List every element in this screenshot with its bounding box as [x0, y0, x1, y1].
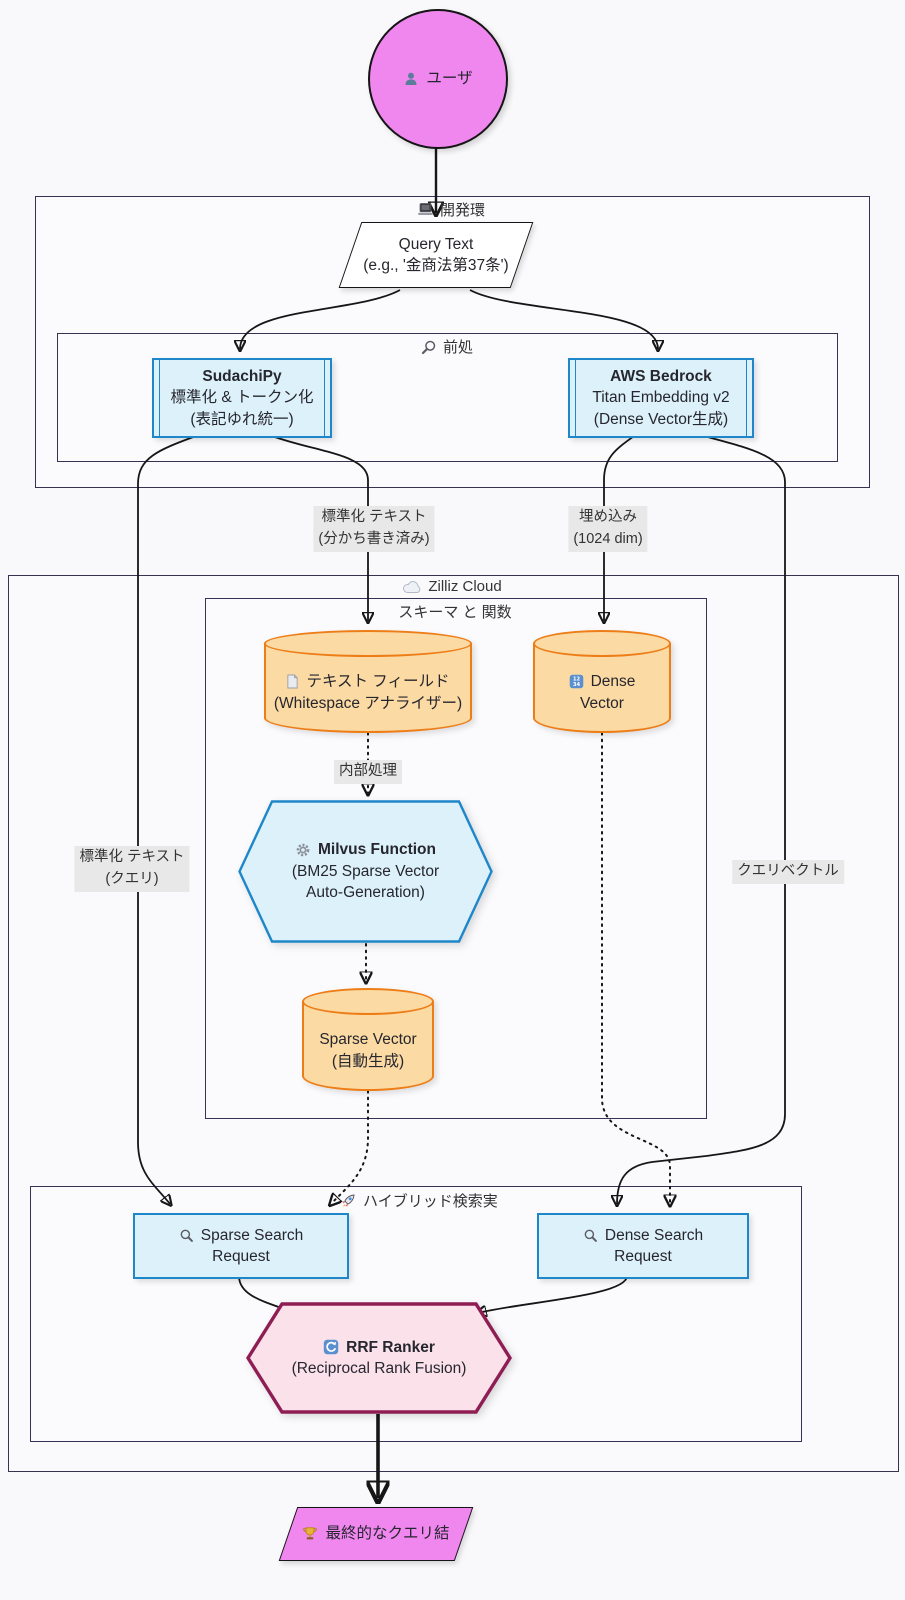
- query-text-line2: (e.g., '金商法第37条'): [363, 257, 509, 274]
- gear-icon: [295, 842, 311, 858]
- user-label: ユーザ: [426, 70, 473, 88]
- sparse-search-node: Sparse Search Request: [133, 1213, 349, 1279]
- svg-text:34: 34: [572, 683, 580, 689]
- bedrock-line2: Titan Embedding v2: [592, 389, 730, 407]
- bedrock-node: AWS Bedrock Titan Embedding v2 (Dense Ve…: [568, 358, 754, 438]
- sparse-vector-cylinder: Sparse Vector (自動生成): [302, 988, 434, 1091]
- svg-text:12: 12: [572, 677, 580, 683]
- dense-search-line2: Request: [614, 1248, 672, 1265]
- edge-label-internal-process: 内部処理: [334, 760, 402, 784]
- edge-label-standardized-text: 標準化 テキスト (分かち書き済み): [313, 506, 435, 552]
- milvus-function-title: Milvus Function: [318, 841, 436, 859]
- milvus-function-node: Milvus Function (BM25 Sparse Vector Auto…: [238, 800, 493, 943]
- text-field-line1: テキスト フィールド: [306, 673, 450, 691]
- edge-label-embedding: 埋め込み (1024 dim): [568, 506, 648, 552]
- dev-env-title: 開発環: [417, 199, 485, 220]
- edge-label-query-vector: クエリベクトル: [732, 860, 844, 884]
- final-result-label: 最終的なクエリ結: [325, 1525, 450, 1543]
- trophy-icon: [302, 1526, 318, 1542]
- milvus-function-line2: (BM25 Sparse Vector: [291, 862, 440, 880]
- search-icon: [179, 1228, 194, 1243]
- preprocess-title: 前処: [421, 336, 473, 357]
- text-field-cylinder: テキスト フィールド (Whitespace アナライザー): [264, 630, 472, 733]
- sudachipy-title: SudachiPy: [202, 367, 282, 385]
- schema-title: スキーマ と 関数: [398, 604, 512, 621]
- sudachipy-line3: (表記ゆれ統一): [190, 410, 294, 428]
- edge-label-standardized-query: 標準化 テキスト (クエリ): [74, 846, 190, 892]
- rocket-icon: [340, 1192, 357, 1209]
- counterclockwise-arrows-icon: [323, 1339, 339, 1355]
- query-text-line1: Query Text: [398, 235, 474, 253]
- search-icon: [583, 1228, 598, 1243]
- rrf-ranker-node: RRF Ranker (Reciprocal Rank Fusion): [246, 1302, 512, 1414]
- sudachipy-node: SudachiPy 標準化 & トークン化 (表記ゆれ統一): [152, 358, 332, 438]
- user-node: ユーザ: [368, 9, 508, 149]
- sparse-search-line1: Sparse Search: [200, 1226, 304, 1244]
- cloud-icon: [402, 580, 422, 594]
- sparse-vector-line1: Sparse Vector: [319, 1031, 417, 1049]
- document-icon: [286, 674, 299, 689]
- laptop-icon: [417, 201, 434, 218]
- zilliz-title: Zilliz Cloud: [402, 578, 502, 595]
- sparse-vector-line2: (自動生成): [331, 1052, 405, 1070]
- sparse-search-line2: Request: [212, 1248, 270, 1265]
- hybrid-title: ハイブリッド検索実: [340, 1190, 498, 1211]
- bedrock-line3: (Dense Vector生成): [593, 410, 729, 428]
- dense-vector-line1: Dense: [590, 673, 636, 691]
- person-icon: [403, 71, 419, 87]
- rrf-ranker-line2: (Reciprocal Rank Fusion): [291, 1360, 467, 1377]
- sudachipy-line2: 標準化 & トークン化: [170, 389, 314, 407]
- rrf-ranker-title: RRF Ranker: [346, 1338, 435, 1356]
- text-field-line2: (Whitespace アナライザー): [273, 694, 463, 712]
- dense-search-line1: Dense Search: [604, 1226, 704, 1244]
- dense-vector-line2: Vector: [580, 694, 624, 712]
- milvus-function-line3: Auto-Generation): [306, 884, 425, 902]
- magnifier-icon: [421, 339, 437, 355]
- dense-search-node: Dense Search Request: [537, 1213, 749, 1279]
- bedrock-title: AWS Bedrock: [610, 367, 712, 385]
- final-result-node: 最終的なクエリ結: [278, 1507, 474, 1561]
- query-text-node: Query Text (e.g., '金商法第37条'): [338, 222, 534, 288]
